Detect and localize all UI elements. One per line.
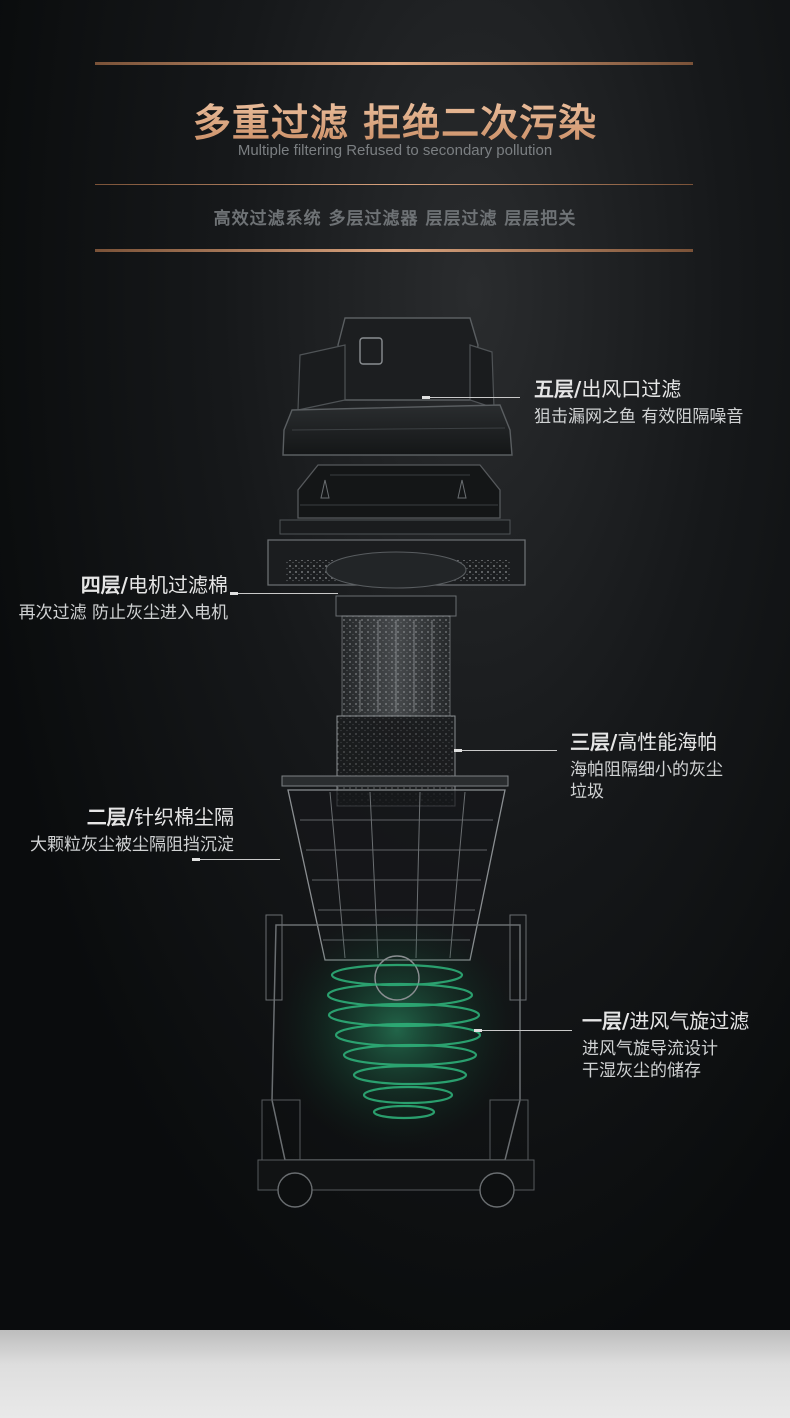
middle-divider [95, 184, 693, 185]
layer-3-desc-line-1: 海帕阻隔细小的灰尘 [570, 760, 723, 780]
layer-2-desc: 大颗粒灰尘被尘隔阻挡沉淀 [30, 835, 234, 855]
right-wheel-icon [479, 1172, 515, 1208]
power-switch-icon [359, 337, 383, 365]
callout-layer-1: 一层/进风气旋过滤 进风气旋导流设计 干湿灰尘的储存 [582, 1005, 749, 1082]
bottom-divider [95, 249, 693, 252]
layer-4-desc: 再次过滤 防止灰尘进入电机 [18, 603, 228, 623]
leader-layer-5 [422, 396, 520, 399]
layer-1-name: 进风气旋过滤 [629, 1009, 750, 1033]
dust-separator [287, 789, 506, 961]
layer-4-number: 四层/ [80, 573, 128, 597]
layer-5-name: 出风口过滤 [581, 377, 682, 401]
layer-1-number: 一层/ [582, 1009, 630, 1033]
page-title: 多重过滤 拒绝二次污染 [0, 92, 790, 147]
leader-layer-4 [230, 592, 338, 595]
layer-2-number: 二层/ [86, 805, 134, 829]
page-subtitle: Multiple filtering Refused to secondary … [237, 142, 553, 159]
layer-3-number: 三层/ [570, 730, 618, 754]
callout-layer-2: 二层/针织棉尘隔 大颗粒灰尘被尘隔阻挡沉淀 [30, 801, 234, 856]
layer-5-desc: 狙击漏网之鱼 有效阻隔噪音 [534, 407, 744, 427]
inlet-port-icon [374, 955, 420, 1001]
callout-layer-5: 五层/出风口过滤 狙击漏网之鱼 有效阻隔噪音 [534, 373, 743, 428]
vacuum-exploded-view [257, 317, 535, 1208]
motor-filter-cotton [267, 539, 526, 617]
collection-tank [257, 910, 535, 1208]
tagline: 高效过滤系统 多层过滤器 层层过滤 层层把关 [213, 209, 577, 229]
layer-3-desc-line-2: 垃圾 [570, 782, 604, 802]
layer-4-name: 电机过滤棉 [128, 573, 228, 597]
leader-layer-1 [474, 1029, 572, 1032]
left-wheel-icon [277, 1172, 313, 1208]
leader-layer-3 [454, 749, 557, 752]
layer-5-number: 五层/ [534, 377, 582, 401]
motor-housing [279, 464, 511, 535]
footer-band [0, 1330, 790, 1418]
motor-head [282, 317, 513, 456]
layer-1-desc-line-2: 干湿灰尘的储存 [582, 1061, 701, 1081]
leader-layer-2 [192, 858, 280, 861]
layer-3-name: 高性能海帕 [617, 730, 718, 754]
top-divider [95, 62, 693, 65]
hepa-filter [281, 615, 509, 807]
layer-2-name: 针织棉尘隔 [134, 805, 234, 829]
callout-layer-4: 四层/电机过滤棉 再次过滤 防止灰尘进入电机 [19, 569, 228, 624]
layer-1-desc-line-1: 进风气旋导流设计 [582, 1039, 718, 1059]
page-background: 多重过滤 拒绝二次污染 Multiple filtering Refused t… [0, 0, 790, 1330]
cyclone-swirl-icon [326, 963, 482, 1120]
callout-layer-3: 三层/高性能海帕 海帕阻隔细小的灰尘 垃圾 [570, 726, 723, 803]
